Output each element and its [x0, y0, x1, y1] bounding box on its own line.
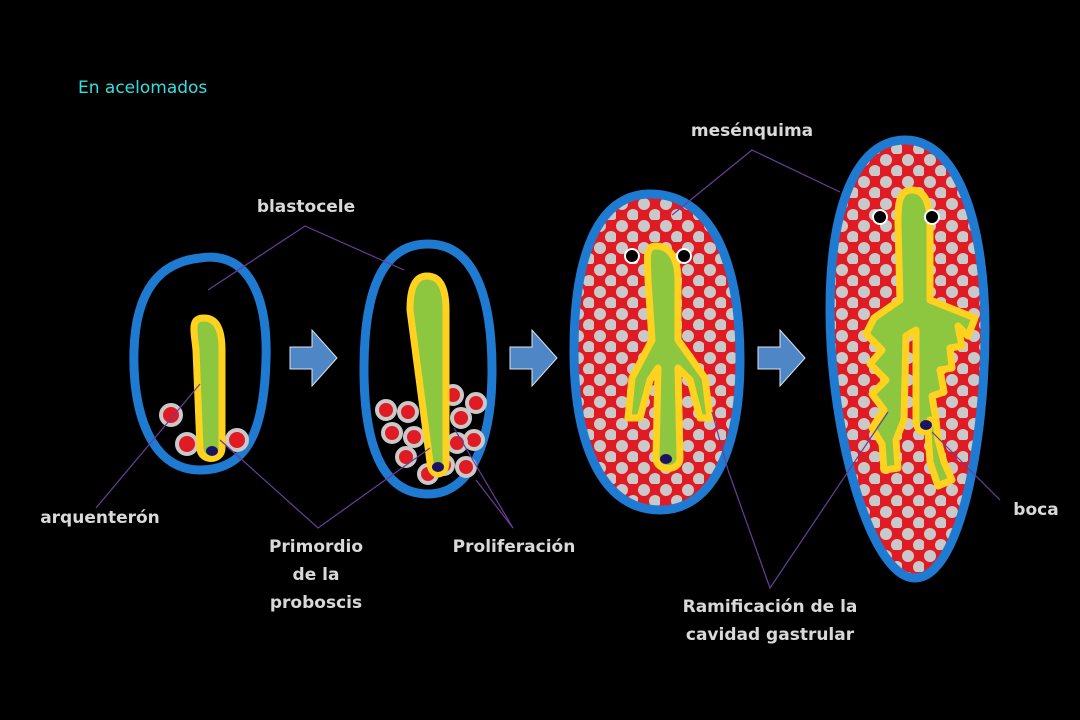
- arrow-2: [509, 328, 558, 388]
- eye-spot-right: [924, 209, 940, 225]
- archenteron: [406, 272, 450, 478]
- label-arquenteron: arquenterón: [40, 508, 160, 528]
- branching-gut: [624, 242, 714, 472]
- eye-spot-left: [624, 248, 640, 264]
- label-blastocele: blastocele: [257, 197, 355, 217]
- embryo-stage-1: [129, 252, 271, 475]
- eye-spot-left: [872, 209, 888, 225]
- mouth: [660, 454, 672, 464]
- leader-lines: [95, 149, 1001, 590]
- arrow-3: [757, 328, 806, 388]
- embryo-stage-4: [825, 135, 990, 583]
- page-title: En acelomados: [78, 78, 207, 98]
- label-boca: boca: [1013, 500, 1058, 520]
- label-primordio-line-1: Primordio: [269, 537, 363, 557]
- embryo-stage-2: [359, 239, 497, 499]
- label-proliferacion: Proliferación: [453, 537, 576, 557]
- label-primordio-line-3: proboscis: [270, 593, 362, 613]
- branching-gut: [862, 186, 979, 490]
- label-ramificacion-line-2: cavidad gastrular: [686, 625, 855, 645]
- archenteron: [190, 314, 226, 462]
- arrow-1: [289, 328, 338, 388]
- mesenchyme-cells: [159, 403, 249, 456]
- mouth-primordium: [432, 462, 444, 472]
- embryo-stage-3: [569, 189, 745, 515]
- label-mesenquima: mesénquima: [691, 121, 813, 141]
- mouth: [920, 420, 932, 430]
- label-ramificacion-line-1: Ramificación de la: [683, 597, 858, 617]
- mouth-primordium: [206, 446, 218, 456]
- eye-spot-right: [676, 248, 692, 264]
- label-primordio-line-2: de la: [293, 565, 340, 585]
